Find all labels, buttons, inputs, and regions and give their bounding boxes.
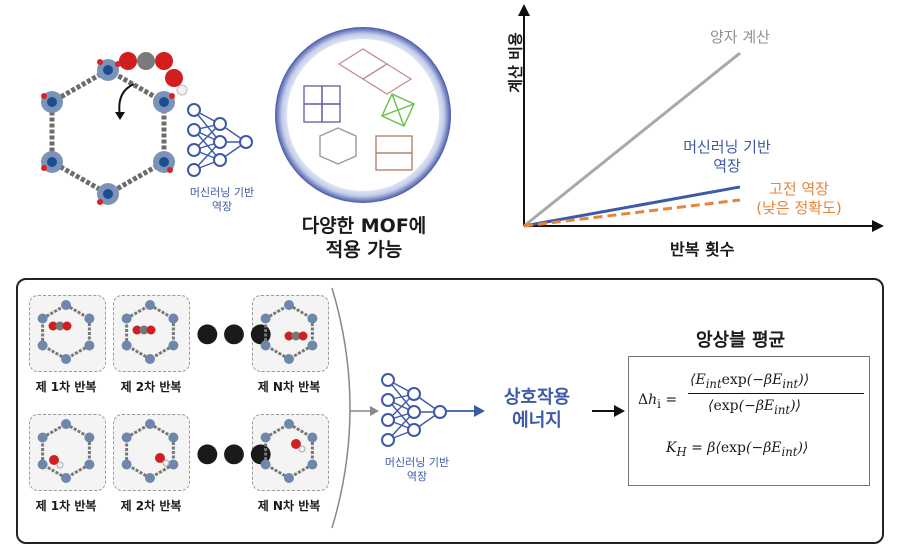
mini-pore [260,300,318,364]
co2-molecule-icon [119,52,173,70]
nn-output-arrow-icon [446,405,485,417]
mini-pore [121,300,179,364]
ensemble-average-title: 앙상블 평균 [696,330,786,351]
chart-x-axis-label: 반복 횟수 [670,240,735,259]
henry-constant-equation: KH = β⟨exp(−βEint)⟩ [666,440,809,459]
classical-series-label: 고전 역장(낮은 정확도) [756,180,842,217]
chart-x-axis-arrow [872,220,884,232]
ellipsis-icon: ●●● [196,318,277,348]
chart-series-line-0 [523,51,741,228]
chart-y-axis-arrow [518,4,530,16]
ellipsis-icon: ●●● [196,438,277,468]
mini-pore [260,419,318,483]
iteration-label: 제 2차 반복 [120,380,182,394]
neural-network-icon [381,373,447,447]
chart-series-line-1 [523,185,741,228]
mini-pore [121,419,179,483]
iteration-label: 제 N차 반복 [257,499,321,513]
chart-series-line-2 [523,198,741,228]
cost-chart [518,4,884,232]
equation-box [628,356,870,486]
workflow-panel [16,278,884,544]
mof-collection-circle [275,27,451,203]
h2o-molecule-icon [165,69,188,96]
curved-arrow-icon [115,83,135,120]
iteration-label: 제 1차 반복 [35,380,97,394]
neural-network-icon [187,103,253,177]
mini-pore [37,300,95,364]
iteration-label: 제 2차 반복 [120,499,182,513]
collection-bracket [331,287,351,529]
mof-pore-illustration [41,59,175,205]
iteration-label: 제 N차 반복 [257,380,321,394]
iteration-label: 제 1차 반복 [35,499,97,513]
mini-pore [37,419,95,483]
quantum-series-label: 양자 계산 [710,28,770,46]
input-arrow-icon [350,406,379,416]
result-arrow-icon [592,405,625,417]
